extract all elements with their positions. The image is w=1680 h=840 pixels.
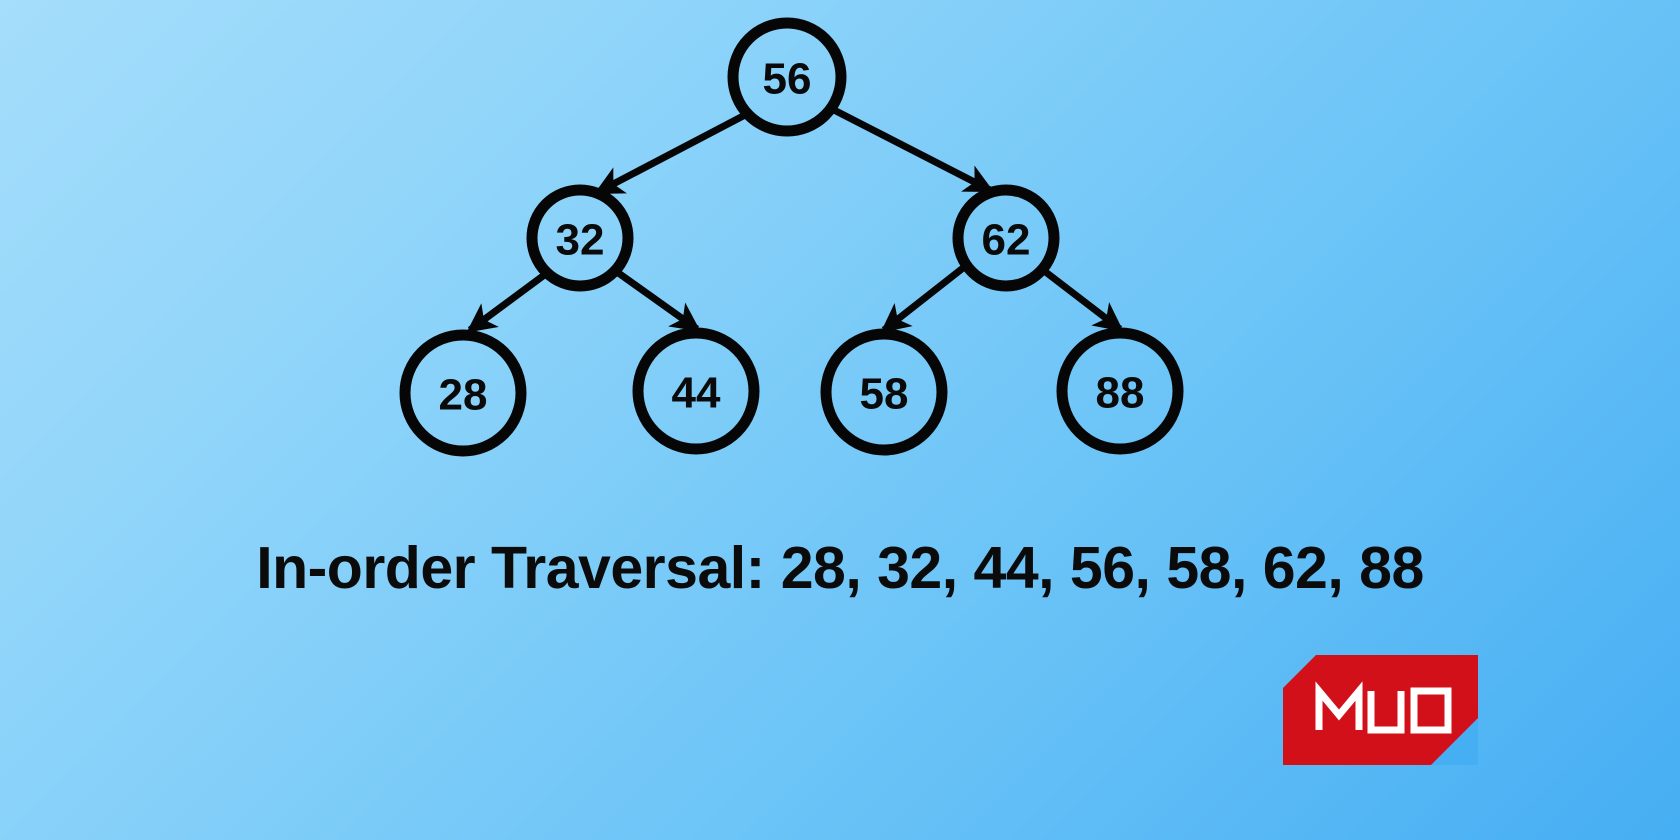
edge-62-to-88 xyxy=(1040,267,1124,332)
node-circle-56 xyxy=(727,17,847,137)
node-label-88: 88 xyxy=(1096,369,1145,418)
edge-62-to-58 xyxy=(880,265,966,333)
logo-corner-cut xyxy=(1431,718,1478,765)
node-label-28: 28 xyxy=(439,371,488,420)
tree-node-28[interactable]: 28 xyxy=(399,329,527,457)
node-circle-88 xyxy=(1056,327,1184,455)
node-circle-58 xyxy=(820,328,948,456)
logo-letter-m xyxy=(1315,681,1363,730)
node-label-44: 44 xyxy=(672,369,721,418)
logo-letter-o xyxy=(1410,687,1452,734)
tree-edges xyxy=(466,106,1124,333)
node-circle-32 xyxy=(526,184,634,292)
traversal-caption: In-order Traversal: 28, 32, 44, 56, 58, … xyxy=(256,535,1424,601)
node-circle-28 xyxy=(399,329,527,457)
tree-node-58[interactable]: 58 xyxy=(820,328,948,456)
node-label-32: 32 xyxy=(556,216,605,265)
tree-node-88[interactable]: 88 xyxy=(1056,327,1184,455)
node-label-62: 62 xyxy=(982,216,1031,265)
muo-logo[interactable] xyxy=(1283,655,1478,765)
tree-node-62[interactable]: 62 xyxy=(952,184,1060,292)
logo-letter-u xyxy=(1367,691,1405,734)
tree-node-32[interactable]: 32 xyxy=(526,184,634,292)
node-circle-62 xyxy=(952,184,1060,292)
node-label-58: 58 xyxy=(860,370,909,419)
node-circle-44 xyxy=(632,327,760,455)
edge-56-to-32 xyxy=(594,111,747,196)
node-label-56: 56 xyxy=(763,55,812,104)
logo-shape xyxy=(1283,655,1478,765)
edge-32-to-28 xyxy=(466,270,550,333)
tree-node-56[interactable]: 56 xyxy=(727,17,847,137)
edge-56-to-62 xyxy=(832,106,994,194)
edge-32-to-44 xyxy=(614,269,701,332)
tree-node-44[interactable]: 44 xyxy=(632,327,760,455)
